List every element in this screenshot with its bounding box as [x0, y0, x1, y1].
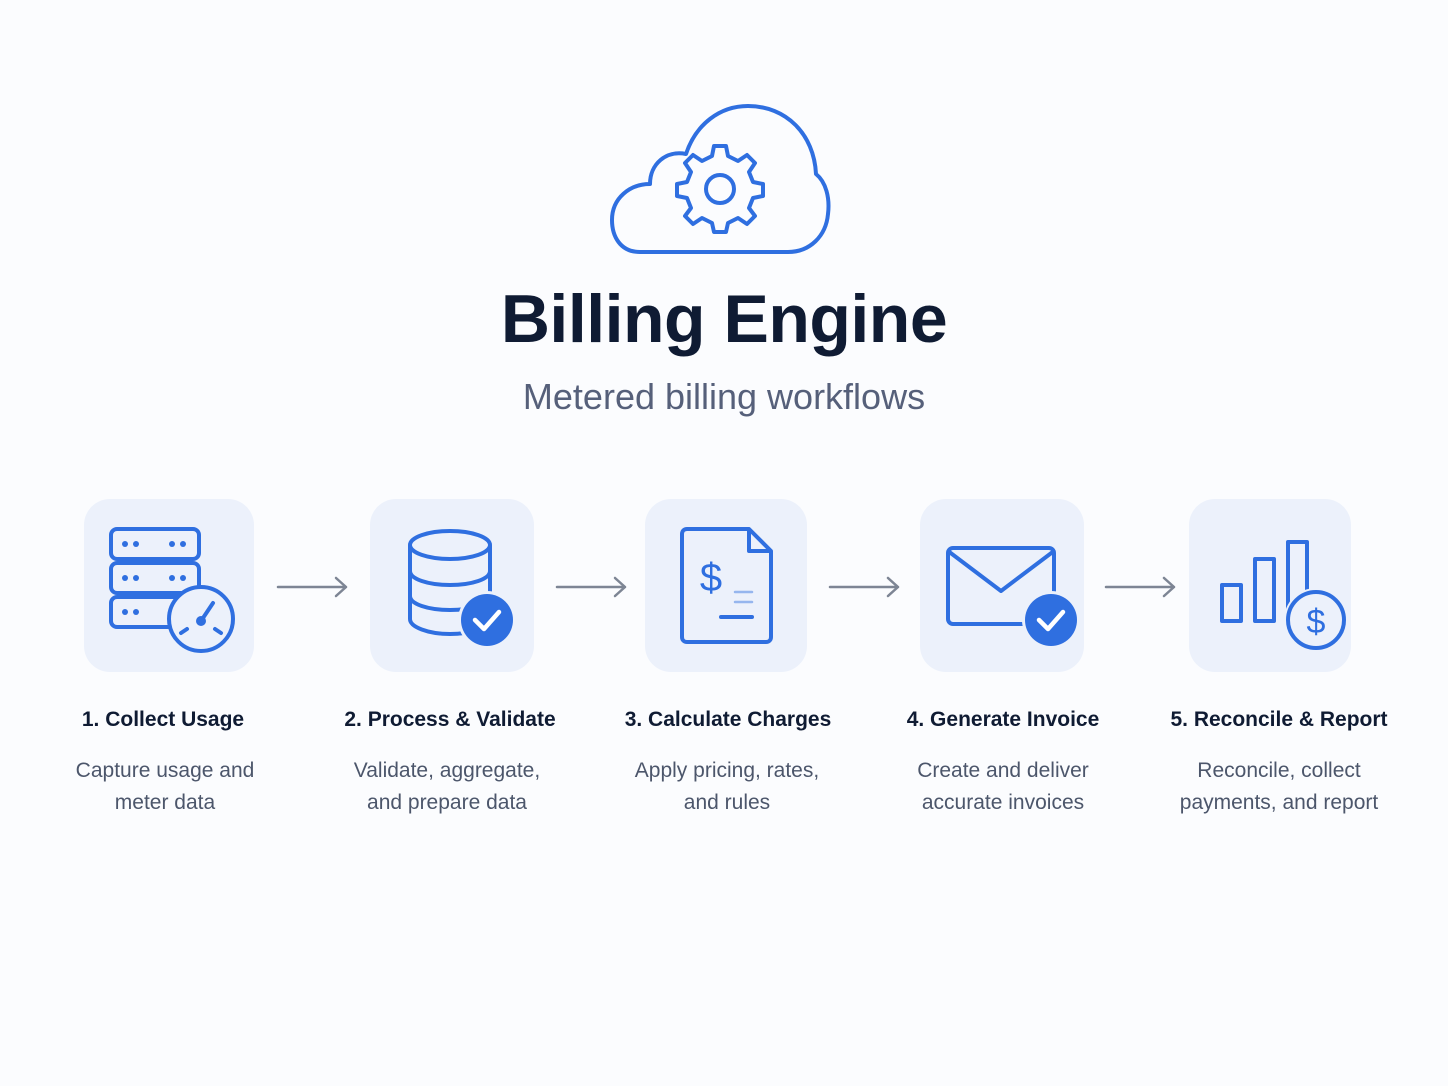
step-4-description: Create and deliver accurate invoices [853, 755, 1153, 819]
step-5-description: Reconcile, collect payments, and report [1129, 755, 1429, 819]
svg-text:$: $ [1307, 603, 1326, 641]
arrow-right-icon [828, 576, 900, 598]
page-subtitle: Metered billing workflows [522, 376, 926, 417]
step-5-desc-line: Reconcile, collect [1197, 759, 1361, 782]
svg-text:$: $ [700, 556, 722, 600]
step-4-title: 4. Generate Invoice [906, 708, 1100, 731]
arrow-right-icon [276, 576, 348, 598]
bar-chart-dollar-icon: $ [1220, 540, 1348, 652]
step-2-desc-line: and prepare data [367, 791, 527, 814]
envelope-check-icon [946, 546, 1080, 649]
step-3-desc-line: and rules [683, 791, 771, 814]
step-1-desc-line: Capture usage and [75, 759, 255, 782]
step-4-tile [920, 499, 1084, 672]
page-title: Billing Engine [500, 281, 948, 357]
step-3-title: 3. Calculate Charges [624, 708, 832, 731]
arrow-right-icon [1104, 576, 1176, 598]
step-5-tile: $ [1189, 499, 1351, 672]
step-5-desc-line: payments, and report [1179, 791, 1379, 814]
step-2-title: 2. Process & Validate [344, 708, 556, 731]
invoice-dollar-icon: $ [680, 527, 773, 644]
step-1-desc-line: meter data [114, 791, 216, 814]
step-4-desc-line: accurate invoices [921, 791, 1085, 814]
step-4-desc-line: Create and deliver [917, 759, 1089, 782]
step-1-tile [84, 499, 254, 672]
step-3-tile: $ [645, 499, 807, 672]
step-3-desc-line: Apply pricing, rates, [634, 759, 820, 782]
step-3-description: Apply pricing, rates, and rules [577, 755, 877, 819]
step-1-title: 1. Collect Usage [81, 708, 245, 731]
step-2-desc-line: Validate, aggregate, [353, 759, 541, 782]
cloud-gear-icon [610, 104, 831, 254]
step-1-description: Capture usage and meter data [15, 755, 315, 819]
server-gauge-icon [109, 527, 235, 653]
step-5-title: 5. Reconcile & Report [1170, 708, 1388, 731]
database-check-icon [408, 529, 516, 649]
step-2-description: Validate, aggregate, and prepare data [297, 755, 597, 819]
arrow-right-icon [555, 576, 627, 598]
step-2-tile [370, 499, 534, 672]
